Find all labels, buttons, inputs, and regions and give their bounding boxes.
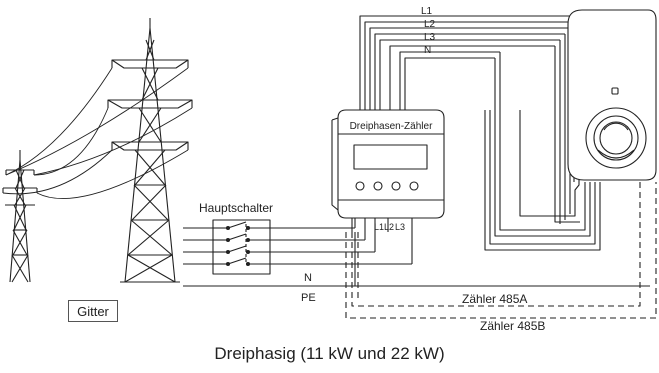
- wallbox-charger: [567, 9, 657, 181]
- terminal-label-l3: L3: [395, 222, 405, 232]
- small-pylon-icon: [2, 150, 38, 283]
- overhead-lines: [2, 67, 193, 199]
- bus-label-485a: Zähler 485A: [462, 292, 527, 306]
- wire-label-n: N: [304, 272, 312, 284]
- meter-label: Dreiphasen-Zähler: [350, 121, 433, 132]
- diagram-caption: Dreiphasig (11 kW und 22 kW): [214, 344, 445, 363]
- wire-label-l2: L2: [424, 19, 436, 30]
- grid-label: Gitter: [68, 300, 118, 322]
- main-switch-label: Hauptschalter: [199, 201, 273, 215]
- main-switch: [212, 219, 271, 275]
- wire-label-pe: PE: [301, 292, 316, 304]
- wire-label-l1: L1: [421, 6, 433, 17]
- three-phase-meter: [331, 109, 445, 232]
- rs485-bus-lines: [345, 182, 657, 319]
- terminal-label-l2: L2: [384, 222, 394, 232]
- switch-to-meter-lines: [270, 218, 413, 265]
- wire-label-n-top: N: [424, 45, 431, 56]
- terminal-label-l1: L1: [374, 222, 384, 232]
- bus-label-485b: Zähler 485B: [480, 319, 545, 333]
- large-pylon-icon: [107, 18, 193, 283]
- wire-label-l3: L3: [424, 32, 436, 43]
